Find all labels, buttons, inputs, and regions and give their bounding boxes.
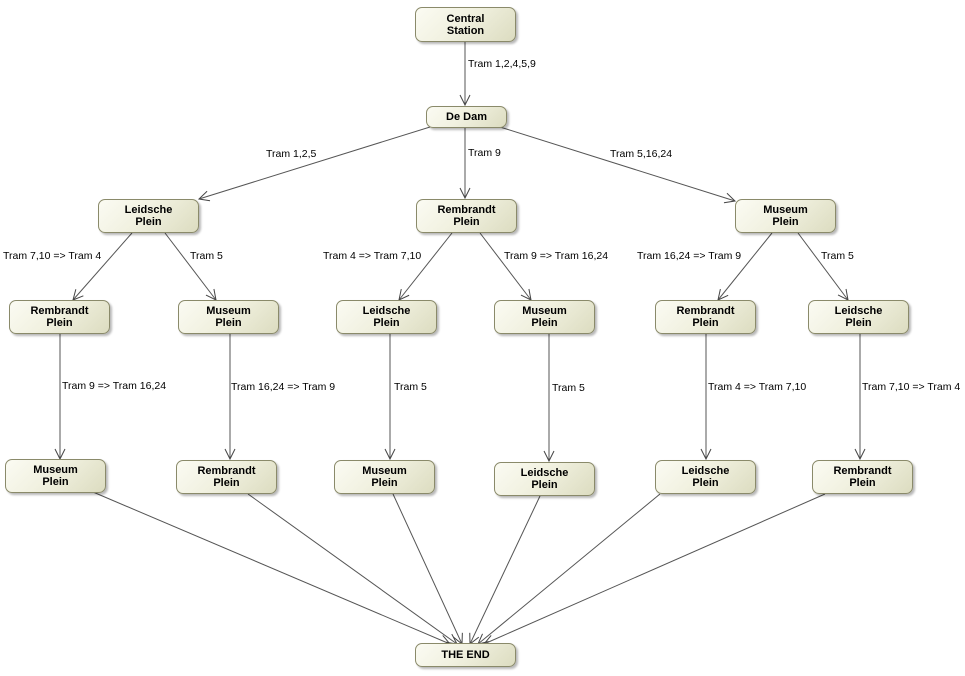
edge-label: Tram 1,2,5 — [266, 148, 317, 160]
edge-dedam-museum — [499, 126, 735, 201]
node-leidsche-plein[interactable]: Leidsche Plein — [655, 460, 756, 494]
edge-label: Tram 5 — [394, 381, 427, 393]
node-museum-plein[interactable]: Museum Plein — [334, 460, 435, 494]
edge-l4a-end — [92, 491, 450, 644]
node-the-end[interactable]: THE END — [415, 643, 516, 667]
node-leidsche-plein[interactable]: Leidsche Plein — [494, 462, 595, 496]
node-de-dam[interactable]: De Dam — [426, 106, 507, 128]
edge-museum-rembrandt — [718, 232, 773, 300]
node-central-station[interactable]: Central Station — [415, 7, 516, 42]
edge-dedam-leidsche — [199, 126, 431, 199]
edge-label: Tram 5 — [821, 250, 854, 262]
node-rembrandt-plein[interactable]: Rembrandt Plein — [176, 460, 277, 494]
edge-label: Tram 16,24 => Tram 9 — [637, 250, 742, 262]
edge-l4d-end — [470, 495, 541, 644]
edge-l4e-end — [478, 493, 661, 644]
edge-label: Tram 9 — [468, 147, 501, 159]
node-museum-plein[interactable]: Museum Plein — [178, 300, 279, 334]
edge-label: Tram 9 => Tram 16,24 — [504, 250, 609, 262]
edge-label: Tram 16,24 => Tram 9 — [231, 381, 336, 393]
node-leidsche-plein[interactable]: Leidsche Plein — [98, 199, 199, 233]
edge-label: Tram 5 — [552, 382, 585, 394]
node-museum-plein[interactable]: Museum Plein — [5, 459, 106, 493]
edge-label: Tram 4 => Tram 7,10 — [708, 381, 807, 393]
edge-museum-leidsche — [797, 232, 848, 300]
node-rembrandt-plein[interactable]: Rembrandt Plein — [655, 300, 756, 334]
edge-l4b-end — [247, 493, 457, 644]
node-museum-plein[interactable]: Museum Plein — [735, 199, 836, 233]
node-rembrandt-plein[interactable]: Rembrandt Plein — [416, 199, 517, 233]
edge-label: Tram 7,10 => Tram 4 — [862, 381, 961, 393]
node-museum-plein[interactable]: Museum Plein — [494, 300, 595, 334]
edge-rembrandt-leidsche — [399, 232, 453, 300]
edge-label: Tram 9 => Tram 16,24 — [62, 380, 167, 392]
edge-label: Tram 4 => Tram 7,10 — [323, 250, 422, 262]
edge-leidsche-rembrandt — [73, 232, 133, 300]
edge-label: Tram 7,10 => Tram 4 — [3, 250, 102, 262]
edge-label: Tram 5,16,24 — [610, 148, 673, 160]
edge-leidsche-museum — [164, 232, 216, 300]
node-leidsche-plein[interactable]: Leidsche Plein — [808, 300, 909, 334]
edge-rembrandt-museum — [479, 232, 531, 300]
node-leidsche-plein[interactable]: Leidsche Plein — [336, 300, 437, 334]
node-rembrandt-plein[interactable]: Rembrandt Plein — [9, 300, 110, 334]
edge-label: Tram 5 — [190, 250, 223, 262]
edge-label: Tram 1,2,4,5,9 — [468, 58, 536, 70]
edge-l4f-end — [484, 493, 826, 644]
edge-l4c-end — [392, 493, 462, 644]
node-rembrandt-plein[interactable]: Rembrandt Plein — [812, 460, 913, 494]
